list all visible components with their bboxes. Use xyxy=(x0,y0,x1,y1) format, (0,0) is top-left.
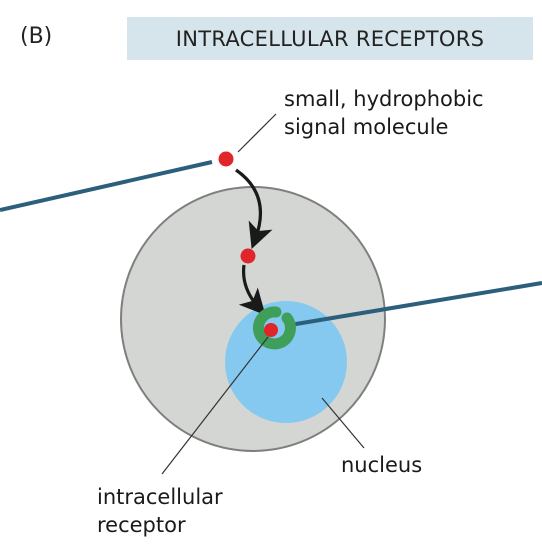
nucleus-leader-line xyxy=(321,397,365,449)
signal-molecule-bound xyxy=(264,323,278,337)
arrow-into-cell xyxy=(235,168,273,249)
membrane-line-left xyxy=(0,160,213,212)
intracellular-receptor-shape xyxy=(252,306,296,350)
signal-molecule-cytoplasm xyxy=(240,248,256,264)
signal-molecule-label-line2: signal molecule xyxy=(284,115,449,139)
panel-label: (B) xyxy=(20,24,53,49)
receptor-label-line1: intracellular xyxy=(97,485,223,509)
nucleus-label: nucleus xyxy=(341,453,423,477)
arrow-to-receptor xyxy=(238,264,266,316)
title-bar: INTRACELLULAR RECEPTORS xyxy=(127,17,533,60)
receptor-label-line2: receptor xyxy=(97,513,186,537)
signal-molecule-label-line1: small, hydrophobic xyxy=(284,87,484,111)
membrane-line-right xyxy=(289,281,542,327)
receptor-leader-line xyxy=(161,336,269,475)
signal-molecule-outside xyxy=(218,151,234,167)
diagram-title: INTRACELLULAR RECEPTORS xyxy=(175,26,485,51)
signal-leader-line xyxy=(237,113,277,153)
